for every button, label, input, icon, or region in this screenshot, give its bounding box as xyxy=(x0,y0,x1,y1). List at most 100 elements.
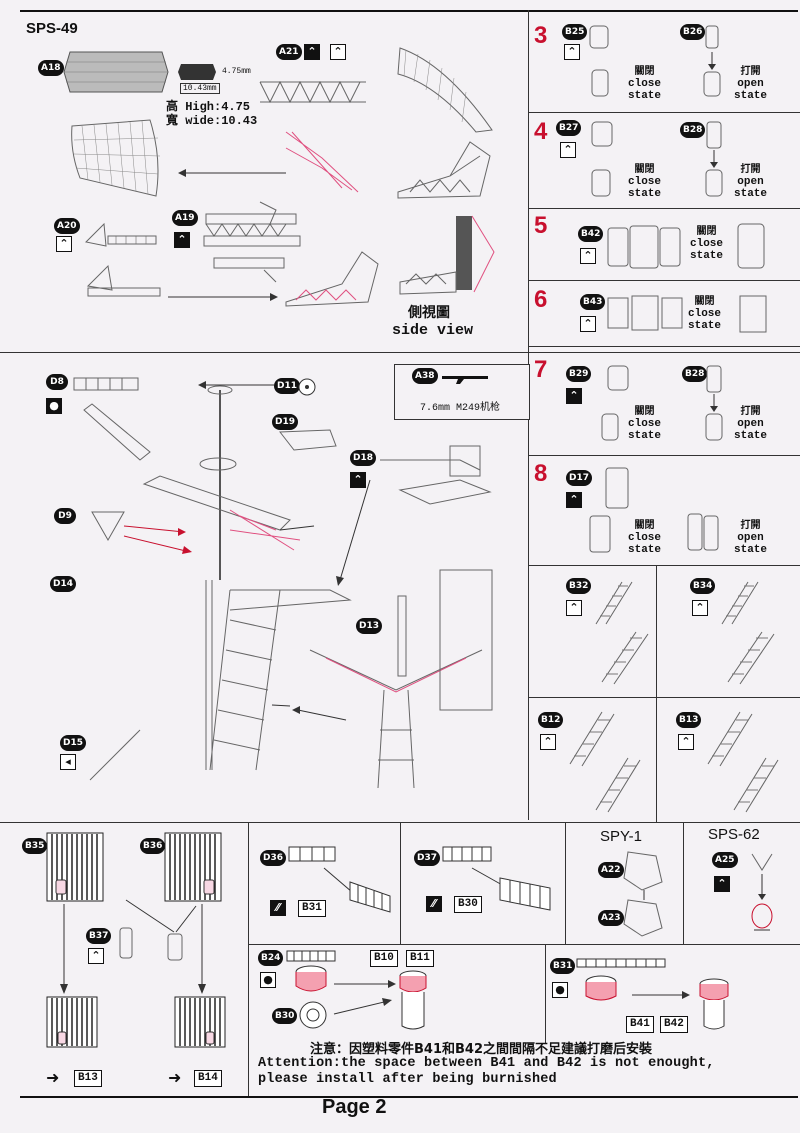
ref-box-b31: B31 xyxy=(298,900,326,917)
weapon-label: 7.6mm M249机枪 xyxy=(420,403,501,414)
fold-valley-icon: ⌃ xyxy=(560,142,576,158)
part-badge: D17 xyxy=(566,470,592,486)
mast-yard-part xyxy=(73,377,139,391)
hatch-door-part xyxy=(589,467,629,553)
part-badge-d14: D14 xyxy=(50,576,76,592)
part-badge-a19: A19 xyxy=(172,210,198,226)
assembled-mast-top xyxy=(399,970,427,1030)
bottom-divider xyxy=(400,822,401,944)
ring-strip-b31 xyxy=(576,958,666,968)
step-divider xyxy=(528,112,800,113)
radar-mesh-side xyxy=(397,47,493,133)
part-badge-b12: B12 xyxy=(538,712,564,728)
hatch-door-part xyxy=(591,121,613,197)
grid-part-d37 xyxy=(442,846,492,862)
assembly-arrows xyxy=(60,904,206,994)
bottom-divider xyxy=(248,822,249,1096)
radar-feed-part xyxy=(84,222,157,247)
radar-feed-assembled xyxy=(86,264,161,297)
bottom-divider xyxy=(565,822,566,944)
radar-truss-part xyxy=(259,80,366,104)
step-divider xyxy=(528,208,800,209)
grid-part-d36 xyxy=(288,846,336,862)
side-view-zh: 側視圖 xyxy=(408,305,450,321)
part-badge: B43 xyxy=(580,294,606,310)
part-badge-b32: B32 xyxy=(566,578,592,594)
step-number: 4 xyxy=(534,118,548,145)
fold-mountain-icon: ● xyxy=(46,398,62,414)
fold-valley-icon: ⌃ xyxy=(88,948,104,964)
assembly-arrow xyxy=(168,293,278,301)
part-badge-d11: D11 xyxy=(274,378,300,394)
arrow-right-icon: ➜ xyxy=(46,1068,60,1087)
fold-valley-icon: ⌃ xyxy=(692,600,708,616)
hatch-door-part xyxy=(687,513,719,551)
part-badge-b36: B36 xyxy=(140,838,166,854)
fold-valley-icon: ● xyxy=(552,982,568,998)
part-badge-b24: B24 xyxy=(258,950,284,966)
grid-assembled-d37 xyxy=(471,867,551,911)
part-badge-b34: B34 xyxy=(690,578,716,594)
part-badge-d13: D13 xyxy=(356,618,382,634)
note-zh: 注意：因塑料零件B41和B42之間間隔不足建議打磨后安裝 xyxy=(310,1042,652,1057)
ref-box-b41: B41 xyxy=(626,1016,654,1033)
machine-gun-icon xyxy=(442,376,488,384)
grille-panel-result xyxy=(174,996,226,1048)
part-badge-a38: A38 xyxy=(412,368,438,384)
hatch-door-part xyxy=(739,295,767,333)
hatch-door-part xyxy=(607,225,681,269)
hatch-door-part xyxy=(705,121,723,197)
ref-box-b13: B13 xyxy=(74,1070,102,1087)
width-spec: 寬 wide:10.43 xyxy=(166,114,258,128)
part-badge-d18: D18 xyxy=(350,450,376,466)
part-badge: B42 xyxy=(578,226,604,242)
part-badge-d19: D19 xyxy=(272,414,298,430)
bottom-divider xyxy=(545,944,546,1044)
fold-mountain-icon: ⌃ xyxy=(566,492,582,508)
ladder-part xyxy=(721,581,775,685)
part-badge-b31: B31 xyxy=(550,958,576,974)
part-badge-a18: A18 xyxy=(38,60,64,76)
side-view-en: side view xyxy=(392,322,474,339)
hatch-door-part xyxy=(589,25,609,97)
dimension-width: 10.43mm xyxy=(180,83,220,94)
brush-icon: ⁄⁄ xyxy=(426,896,442,912)
fold-mountain-icon: ⌃ xyxy=(174,232,190,248)
part-badge: B27 xyxy=(556,120,582,136)
part-badge-b37: B37 xyxy=(86,928,112,944)
part-badge-a21: A21 xyxy=(276,44,302,60)
ladder-divider xyxy=(656,565,657,822)
assembly-arrow xyxy=(178,169,286,177)
disc-part-b30 xyxy=(299,1001,327,1029)
part-badge-a25: A25 xyxy=(712,852,738,868)
hatch-door-part xyxy=(703,25,721,97)
brush-icon: ⁄⁄ xyxy=(270,900,286,916)
fold-mountain-icon: ⌃ xyxy=(566,388,582,404)
assembly-arrows xyxy=(333,980,396,1015)
ladder-part xyxy=(595,581,649,685)
ref-box-b11: B11 xyxy=(406,950,434,967)
ladder-part xyxy=(707,711,779,813)
step-number: 5 xyxy=(534,212,548,239)
radar-dimension-part xyxy=(178,64,216,80)
part-badge-d37: D37 xyxy=(414,850,440,866)
hatch-door-part xyxy=(601,365,629,441)
part-badge-a20: A20 xyxy=(54,218,80,234)
section-title: SPS-49 xyxy=(26,20,78,37)
fold-valley-icon: ⌃ xyxy=(678,734,694,750)
part-badge: B28 xyxy=(682,366,708,382)
assembly-arrow xyxy=(198,381,274,389)
part-badge: B28 xyxy=(680,122,706,138)
assembly-arrow xyxy=(632,991,690,999)
fold-valley-icon: ⌃ xyxy=(330,44,346,60)
step-number: 7 xyxy=(534,356,548,383)
part-badge-d15: D15 xyxy=(60,735,86,751)
top-section-divider xyxy=(0,352,800,353)
page-number: Page 2 xyxy=(322,1096,387,1118)
